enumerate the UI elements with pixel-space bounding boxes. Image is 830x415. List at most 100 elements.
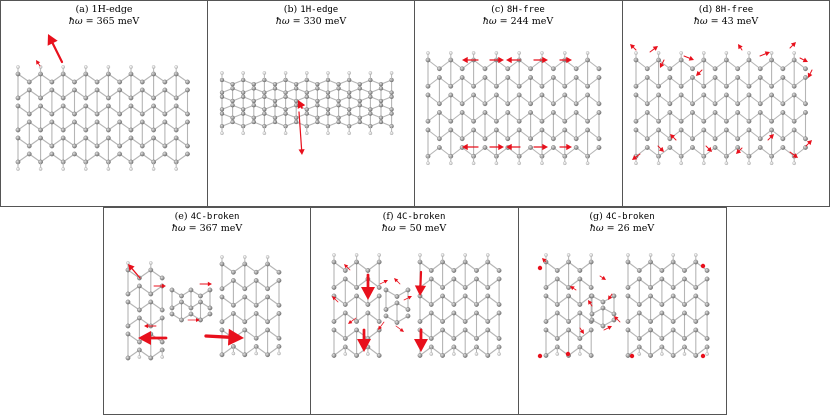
bond xyxy=(487,312,500,322)
carbon-atom xyxy=(185,87,190,93)
carbon-atom xyxy=(562,92,568,98)
displacement-arrow xyxy=(649,48,655,53)
carbon-atom xyxy=(803,136,808,142)
bond xyxy=(530,77,543,87)
carbon-atom xyxy=(633,118,639,124)
carbon-atom xyxy=(251,86,256,91)
bond xyxy=(638,329,651,339)
hydrogen-atom xyxy=(702,161,706,165)
carbon-atom xyxy=(780,110,786,115)
bond xyxy=(464,329,477,339)
carbon-atom xyxy=(185,143,190,149)
hydrogen-atom xyxy=(679,51,683,55)
carbon-atom xyxy=(474,268,479,273)
hydrogen-atom xyxy=(585,161,590,165)
displacement-arrowhead xyxy=(498,56,504,64)
hydrogen-atom xyxy=(174,65,178,69)
hydrogen-atom xyxy=(343,352,348,356)
carbon-atom xyxy=(562,127,568,133)
bond xyxy=(672,312,685,322)
carbon-atom xyxy=(516,92,522,98)
carbon-atom xyxy=(241,90,246,95)
bond xyxy=(575,59,588,70)
carbon-atom xyxy=(588,327,594,333)
carbon-atom xyxy=(769,83,774,89)
hydrogen-atom xyxy=(254,351,258,356)
carbon-atom xyxy=(365,310,371,316)
carbon-atom xyxy=(354,293,359,299)
panel-g-molecule xyxy=(537,253,710,359)
carbon-atom xyxy=(451,310,457,316)
carbon-atom xyxy=(342,302,348,307)
panel-a-molecule xyxy=(15,34,190,171)
displacement-arrowhead xyxy=(414,285,427,296)
bond xyxy=(658,147,671,157)
carbon-atom xyxy=(357,82,362,87)
hydrogen-atom xyxy=(84,167,88,171)
panel-b-title: (b) 1H-edge xyxy=(284,4,338,15)
displacement-arrowhead xyxy=(207,281,212,287)
carbon-atom xyxy=(294,86,299,91)
carbon-atom xyxy=(139,119,145,125)
carbon-atom xyxy=(428,310,434,316)
hydrogen-atom xyxy=(241,131,245,135)
displacement-arrow xyxy=(204,334,231,339)
bond xyxy=(356,312,369,322)
hydrogen-atom xyxy=(241,71,245,75)
carbon-atom xyxy=(294,98,299,104)
carbon-atom xyxy=(746,83,752,89)
hydrogen-atom xyxy=(389,71,394,75)
carbon-atom xyxy=(562,83,568,89)
carbon-atom xyxy=(670,293,676,299)
displacement-arrow xyxy=(672,136,677,141)
hydrogen-atom xyxy=(694,253,698,257)
carbon-atom xyxy=(648,319,653,324)
bond xyxy=(726,77,739,87)
carbon-atom xyxy=(173,135,179,141)
carbon-atom xyxy=(231,302,236,308)
displacement-arrow xyxy=(37,63,41,67)
carbon-atom xyxy=(179,317,184,323)
carbon-atom xyxy=(577,276,583,282)
carbon-atom xyxy=(462,293,468,299)
bond xyxy=(737,94,750,105)
carbon-atom xyxy=(354,327,359,333)
carbon-atom xyxy=(543,319,549,324)
bond xyxy=(661,261,674,271)
carbon-atom xyxy=(272,86,278,91)
bond xyxy=(680,77,693,87)
displacement-arrow xyxy=(789,151,795,156)
carbon-atom xyxy=(230,98,235,104)
carbon-atom xyxy=(283,111,288,116)
displacement-arrow xyxy=(683,55,691,59)
bond xyxy=(442,278,455,288)
hydrogen-atom xyxy=(486,253,490,257)
carbon-atom xyxy=(242,327,248,333)
carbon-atom xyxy=(551,75,556,80)
bond xyxy=(484,77,497,87)
carbon-atom xyxy=(656,118,661,124)
hydrogen-atom xyxy=(449,51,453,55)
displacement-arrowhead xyxy=(566,56,572,64)
bond xyxy=(771,147,784,157)
carbon-atom xyxy=(125,323,131,329)
hydrogen-atom xyxy=(326,131,330,135)
bond xyxy=(553,112,566,122)
bond xyxy=(680,94,693,105)
displacement-arrow xyxy=(380,321,385,328)
carbon-atom xyxy=(26,79,32,85)
carbon-atom xyxy=(757,145,763,150)
carbon-atom xyxy=(368,94,373,99)
carbon-atom xyxy=(272,115,278,120)
carbon-atom xyxy=(241,111,246,116)
displacement-arrow xyxy=(759,53,767,57)
carbon-atom xyxy=(49,143,55,149)
carbon-atom xyxy=(746,92,752,98)
carbon-atom xyxy=(347,90,352,95)
bond xyxy=(759,59,772,70)
bond xyxy=(356,261,369,271)
bond xyxy=(553,59,566,70)
carbon-atom xyxy=(670,327,676,333)
carbon-atom xyxy=(72,79,77,85)
carbon-atom xyxy=(724,83,729,89)
